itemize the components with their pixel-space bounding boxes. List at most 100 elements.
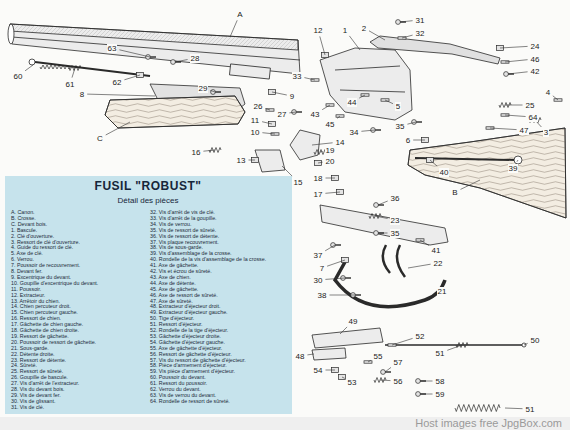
callout-number: 6 [405,136,411,145]
callout-number: 52 [415,332,426,341]
leader-line [380,380,391,382]
callout-number: 57 [393,358,404,367]
screw [374,203,379,208]
leader-line [400,21,413,22]
callout-number: 20 [325,157,336,166]
callout-number: 19 [325,146,336,155]
leader-line [508,72,528,74]
watermark: Host images free JpgBox.com [415,417,562,429]
callout-number: 51 [435,349,446,358]
callout-number: 40 [439,168,450,177]
callout-number: 31 [415,16,426,25]
callout-number: 36 [390,194,401,203]
callout-number: 39 [508,164,519,173]
callout-number: 1 [342,26,348,35]
callout-number: 9 [289,92,295,101]
callout-number: 23 [390,216,401,225]
leader-line [210,91,215,93]
leader-line [359,95,365,98]
screw [171,60,176,65]
callout-number: B [451,188,458,197]
callout-number: 5 [395,102,401,111]
callout-number: 62 [112,78,123,87]
footer-band [0,417,570,430]
leader-line [322,105,330,110]
leader-line [505,408,523,410]
screw [211,90,216,95]
leader-line [272,92,287,95]
leader-line [505,115,526,117]
callout-number: 15 [293,178,304,187]
receiver [320,48,412,120]
callout-number: 44 [347,98,358,107]
screw [381,370,386,375]
small-part [339,375,346,380]
callout-number: 50 [530,336,541,345]
callout-number: 21 [437,287,448,296]
callout-number: C [96,134,104,143]
leader-line [385,367,391,372]
leader-line [349,36,360,50]
callout-number: 27 [277,110,288,119]
leader-line [25,65,33,71]
callout-number: 4 [545,88,551,97]
callout-number: 7 [319,264,325,273]
leader-line [307,354,314,356]
callout-number: 49 [348,317,359,326]
leader-line [340,327,347,334]
top-lever [370,36,500,64]
leader-line [337,116,340,118]
leader-line [282,166,292,176]
leader-line [361,130,375,131]
leader-line [420,240,429,246]
callout-number: 16 [191,148,202,157]
leader-line [553,96,558,100]
leader-line [432,296,435,298]
callout-number: 41 [431,246,442,255]
leader-line [72,68,75,78]
leader-line [262,133,275,134]
callout-number: 63 [107,44,118,53]
leader-line [326,178,336,179]
callout-number: 53 [347,378,358,387]
leader-line [430,160,437,166]
callout-number: 17 [313,190,324,199]
leader-line [325,278,345,279]
hammer [290,130,320,160]
leader-line [524,343,528,345]
callout-number: 60 [13,72,24,81]
callout-number: 55 [373,352,384,361]
leader-line [119,50,150,57]
leader-line [413,140,425,141]
title: FUSIL "ROBUST" [95,179,202,193]
leader-line [106,122,130,135]
hammer [255,150,285,172]
ejector-spring [455,405,500,412]
leader-line [500,46,528,48]
callout-number: 11 [250,116,260,125]
leader-line [327,260,345,266]
leader-line [342,377,345,378]
callout-number: 61 [65,80,76,89]
pushrod-spring [40,65,70,69]
leader-line [326,370,336,371]
callout-number: 35 [390,229,401,238]
callout-number: A [236,10,243,19]
screw [396,20,401,25]
leader-line [420,394,433,395]
callout-number: 14 [335,138,346,147]
callout-number: 35 [395,122,406,131]
leader-line [289,112,296,114]
callout-number: 29 [198,84,209,93]
callout-number: 59 [435,390,446,399]
leader-line [385,100,393,104]
callout-number: 26 [253,102,264,111]
parts [8,24,566,360]
callout-number: 25 [525,101,536,110]
barrel-lug [229,64,270,79]
callout-number: 30 [313,276,324,285]
stock [408,128,566,218]
callout-number: 3 [543,128,549,137]
callout-number: 34 [349,128,360,137]
